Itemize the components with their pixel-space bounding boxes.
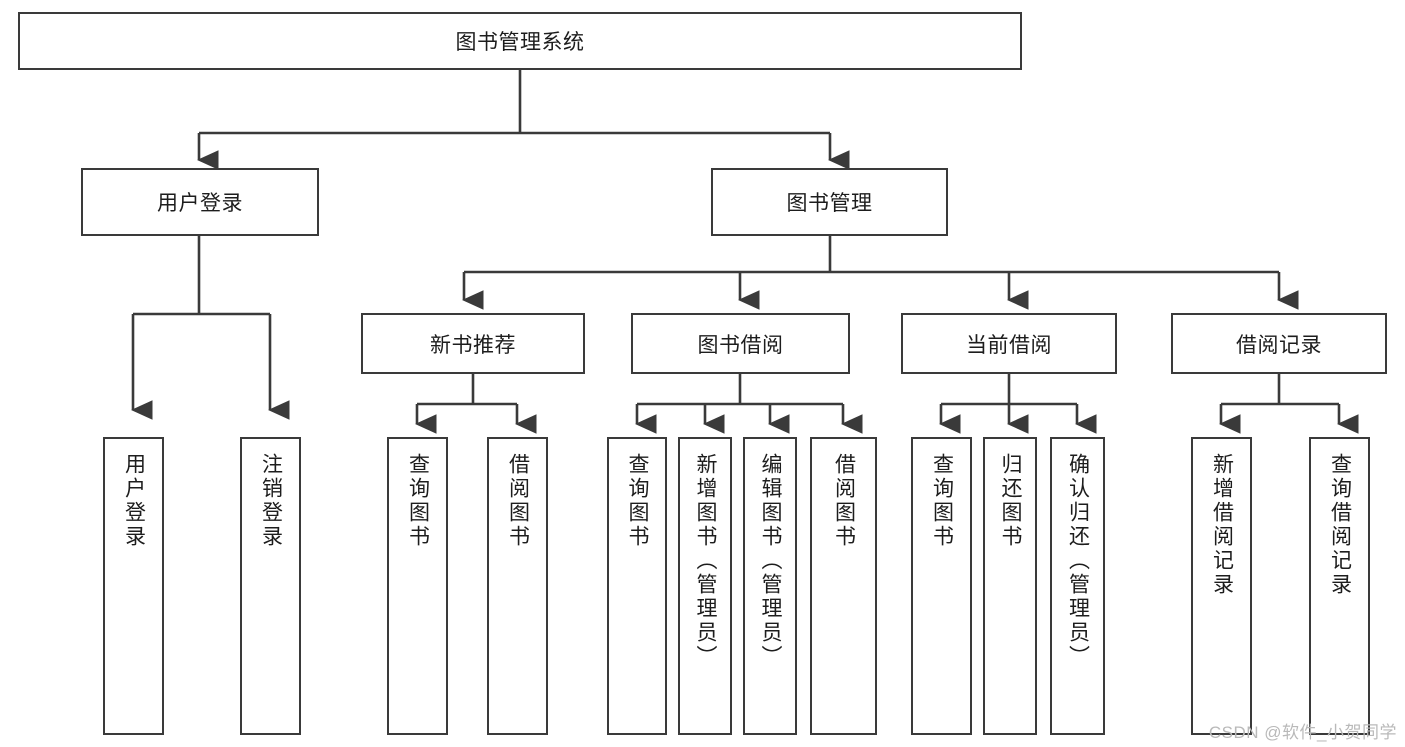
leaf-user-login[interactable]: 用户登录	[103, 437, 164, 735]
node-label: 图书管理	[786, 192, 873, 215]
node-label: 注销登录	[259, 453, 283, 549]
node-user-login[interactable]: 用户登录	[81, 168, 319, 236]
node-label: 查询借阅记录	[1328, 453, 1352, 597]
node-label: 当前借阅	[966, 333, 1052, 357]
node-label: 用户登录	[122, 453, 146, 549]
node-label: 借阅图书	[832, 453, 856, 549]
node-label: 新增图书（管理员）	[694, 453, 718, 669]
leaf-user-logout[interactable]: 注销登录	[240, 437, 301, 735]
node-new-book-recommend[interactable]: 新书推荐	[361, 313, 585, 374]
node-label: 图书管理系统	[455, 31, 585, 54]
node-root-book-management-system[interactable]: 图书管理系统	[18, 12, 1022, 70]
node-label: 编辑图书（管理员）	[759, 453, 783, 669]
node-label: 借阅图书	[506, 453, 530, 549]
leaf-record-add-borrow-record[interactable]: 新增借阅记录	[1191, 437, 1252, 735]
leaf-recommend-query-book[interactable]: 查询图书	[387, 437, 448, 735]
leaf-current-confirm-return-admin[interactable]: 确认归还（管理员）	[1050, 437, 1105, 735]
node-book-management[interactable]: 图书管理	[711, 168, 948, 236]
node-book-borrow[interactable]: 图书借阅	[631, 313, 850, 374]
leaf-current-return-book[interactable]: 归还图书	[983, 437, 1037, 735]
leaf-borrow-add-book-admin[interactable]: 新增图书（管理员）	[678, 437, 732, 735]
leaf-record-query-borrow-record[interactable]: 查询借阅记录	[1309, 437, 1370, 735]
node-label: 新增借阅记录	[1210, 453, 1234, 597]
node-label: 图书借阅	[697, 333, 784, 357]
node-borrow-record[interactable]: 借阅记录	[1171, 313, 1387, 374]
leaf-borrow-edit-book-admin[interactable]: 编辑图书（管理员）	[743, 437, 797, 735]
node-label: 查询图书	[626, 453, 650, 549]
node-current-borrow[interactable]: 当前借阅	[901, 313, 1117, 374]
node-label: 用户登录	[157, 192, 243, 215]
node-label: 归还图书	[999, 453, 1023, 549]
node-label: 确认归还（管理员）	[1066, 453, 1090, 669]
node-label: 新书推荐	[430, 333, 516, 357]
leaf-borrow-query-book[interactable]: 查询图书	[607, 437, 667, 735]
node-label: 查询图书	[406, 453, 430, 549]
node-label: 查询图书	[930, 453, 954, 549]
leaf-current-query-book[interactable]: 查询图书	[911, 437, 972, 735]
node-label: 借阅记录	[1236, 333, 1322, 357]
leaf-recommend-borrow-book[interactable]: 借阅图书	[487, 437, 548, 735]
leaf-borrow-borrow-book[interactable]: 借阅图书	[810, 437, 877, 735]
